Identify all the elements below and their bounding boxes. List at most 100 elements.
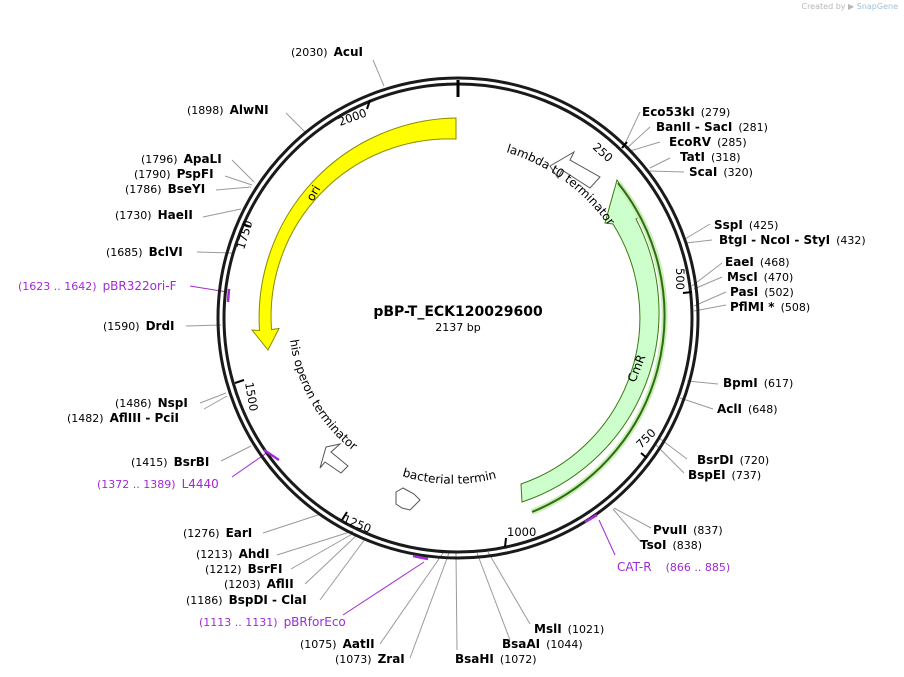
enzyme-site[interactable]: MslI(1021) [534, 622, 604, 636]
tick-label: 1500 [242, 381, 261, 412]
primer-site[interactable]: (1113 .. 1131)pBRforEco [199, 615, 346, 629]
enzyme-position: (1212) [205, 563, 242, 576]
enzyme-site[interactable]: ScaI(320) [689, 165, 753, 179]
enzyme-name: PasI [730, 285, 758, 299]
enzyme-site[interactable]: (1415)BsrBI [131, 455, 209, 469]
enzyme-name: AatII [343, 637, 375, 651]
enzyme-site[interactable]: TatI (318) [680, 150, 741, 164]
tick-marks [234, 99, 693, 548]
enzyme-name: BclVI [149, 245, 183, 259]
enzyme-position: (1075) [300, 638, 337, 651]
enzyme-site[interactable]: (1685)BclVI [106, 245, 183, 259]
enzyme-position: (1796) [141, 153, 178, 166]
enzyme-name: EaeI [725, 255, 754, 269]
enzyme-site[interactable]: (1276)EarI [183, 526, 252, 540]
enzyme-position: (1482) [67, 412, 104, 425]
enzyme-site[interactable]: BsaAI(1044) [502, 637, 583, 651]
enzyme-name: AflII [267, 577, 294, 591]
enzyme-site[interactable]: (1590)DrdI [103, 319, 175, 333]
primer-labels: (1623 .. 1642)pBR322ori-F (1372 .. 1389)… [18, 279, 730, 629]
enzyme-name: PflMI * [730, 300, 775, 314]
enzyme-position: (1203) [224, 578, 261, 591]
enzyme-site[interactable]: (1212)BsrFI [205, 562, 282, 576]
his-terminator-arrow [319, 443, 349, 474]
enzyme-site[interactable]: (1186)BspDI - ClaI [186, 593, 307, 607]
enzyme-site[interactable]: PvuII(837) [653, 523, 723, 537]
enzyme-site[interactable]: (1796)ApaLI [141, 152, 222, 166]
tick-label: 750 [633, 426, 658, 451]
enzyme-site[interactable]: EcoRV(285) [669, 135, 747, 149]
enzyme-name: BtgI - NcoI - StyI [719, 233, 830, 247]
enzyme-position: (1786) [125, 183, 162, 196]
enzyme-site[interactable]: EaeI(468) [725, 255, 790, 269]
enzyme-site[interactable]: Eco53kI(279) [642, 105, 730, 119]
primer-range: (1113 .. 1131) [199, 616, 278, 629]
enzyme-position: (720) [740, 454, 770, 467]
primer-site[interactable]: (1372 .. 1389)L4440 [97, 477, 219, 491]
bacterial-terminator-arrow [395, 487, 421, 511]
enzyme-site[interactable]: (1730) HaeII [115, 208, 193, 222]
enzyme-site[interactable]: (1073) ZraI [335, 652, 405, 666]
enzyme-site[interactable]: (1213) AhdI [196, 547, 269, 561]
enzyme-site[interactable]: BsaHI(1072) [455, 652, 536, 666]
enzyme-name: AflIII - PciI [110, 411, 179, 425]
enzyme-site[interactable]: (1790)PspFI [134, 167, 214, 181]
backbone [216, 76, 700, 560]
enzyme-name: EcoRV [669, 135, 712, 149]
enzyme-position: (1044) [546, 638, 583, 651]
enzyme-name: NspI [158, 396, 188, 410]
enzyme-site[interactable]: (1786)BseYI [125, 182, 205, 196]
enzyme-site[interactable]: (1482) AflIII - PciI [67, 411, 179, 425]
enzyme-name: BanII - SacI [656, 120, 732, 134]
cmr-feature-arrow [520, 178, 660, 503]
enzyme-position: (1790) [134, 168, 171, 181]
enzyme-position: (1898) [187, 104, 224, 117]
plasmid-name: pBP-T_ECK120029600 [373, 304, 543, 320]
enzyme-site[interactable]: TsoI(838) [640, 538, 702, 552]
cmr-strand-line-inner [531, 182, 666, 513]
enzyme-site[interactable]: (1486)NspI [115, 396, 188, 410]
enzyme-site[interactable]: (2030)AcuI [291, 45, 363, 59]
enzyme-site[interactable]: PflMI *(508) [730, 300, 810, 314]
enzyme-position: (281) [738, 121, 768, 134]
enzyme-site[interactable]: PasI(502) [730, 285, 794, 299]
enzyme-name: TatI [680, 150, 705, 164]
enzyme-name: Eco53kI [642, 105, 695, 119]
enzyme-name: BpmI [723, 376, 758, 390]
enzyme-position: (2030) [291, 46, 328, 59]
enzyme-site[interactable]: (1203) AflII [224, 577, 294, 591]
plasmid-size: 2137 bp [435, 321, 480, 334]
enzyme-site[interactable]: BanII - SacI (281) [656, 120, 768, 134]
enzyme-position: (1213) [196, 548, 233, 561]
primer-site[interactable]: CAT-R(866 .. 885) [617, 560, 730, 574]
enzyme-site[interactable]: SspI(425) [714, 218, 778, 232]
enzyme-site[interactable]: (1075) AatII [300, 637, 375, 651]
enzyme-position: (617) [764, 377, 794, 390]
primer-range: (866 .. 885) [666, 561, 731, 574]
primer-name: pBR322ori-F [103, 279, 177, 293]
enzyme-site[interactable]: BtgI - NcoI - StyI(432) [719, 233, 866, 247]
enzyme-name: ZraI [378, 652, 405, 666]
ori-feature-arrow [250, 117, 457, 351]
enzyme-position: (1073) [335, 653, 372, 666]
enzyme-position: (1276) [183, 527, 220, 540]
enzyme-position: (1730) [115, 209, 152, 222]
snapgene-brand: SnapGene [856, 2, 898, 11]
enzyme-position: (425) [749, 219, 779, 232]
enzyme-name: TsoI [640, 538, 666, 552]
primer-site[interactable]: (1623 .. 1642)pBR322ori-F [18, 279, 177, 293]
enzyme-site[interactable]: BsrDI (720) [697, 453, 769, 467]
enzyme-name: HaeII [158, 208, 193, 222]
enzyme-position: (1415) [131, 456, 168, 469]
enzyme-name: MslI [534, 622, 562, 636]
enzyme-site[interactable]: MscI(470) [727, 270, 793, 284]
enzyme-site[interactable]: BspEI(737) [688, 468, 761, 482]
primer-range: (1372 .. 1389) [97, 478, 176, 491]
enzyme-name: AhdI [239, 547, 270, 561]
enzyme-position: (318) [711, 151, 741, 164]
enzyme-site[interactable]: (1898)AlwNI [187, 103, 269, 117]
enzyme-site[interactable]: AclI(648) [717, 402, 778, 416]
enzyme-site[interactable]: BpmI (617) [723, 376, 793, 390]
enzyme-name: BsrDI [697, 453, 734, 467]
enzyme-position: (648) [748, 403, 778, 416]
